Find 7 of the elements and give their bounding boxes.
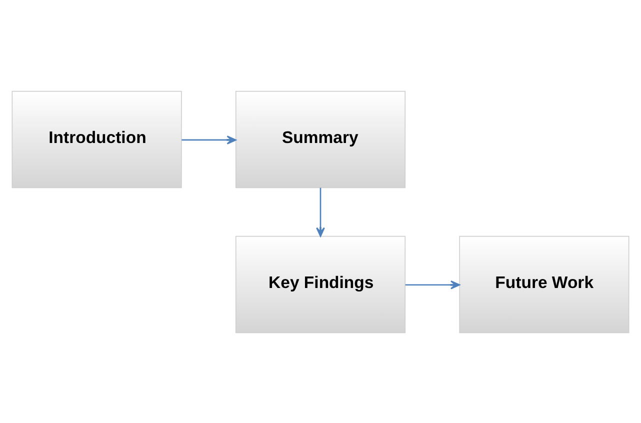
node-box: Key Findings	[235, 235, 406, 333]
arrow	[405, 280, 460, 289]
arrow	[316, 187, 325, 236]
node-box: Introduction	[12, 90, 182, 188]
node-box: Future Work	[459, 235, 630, 333]
arrow	[182, 135, 236, 144]
node-box: Summary	[235, 90, 406, 188]
